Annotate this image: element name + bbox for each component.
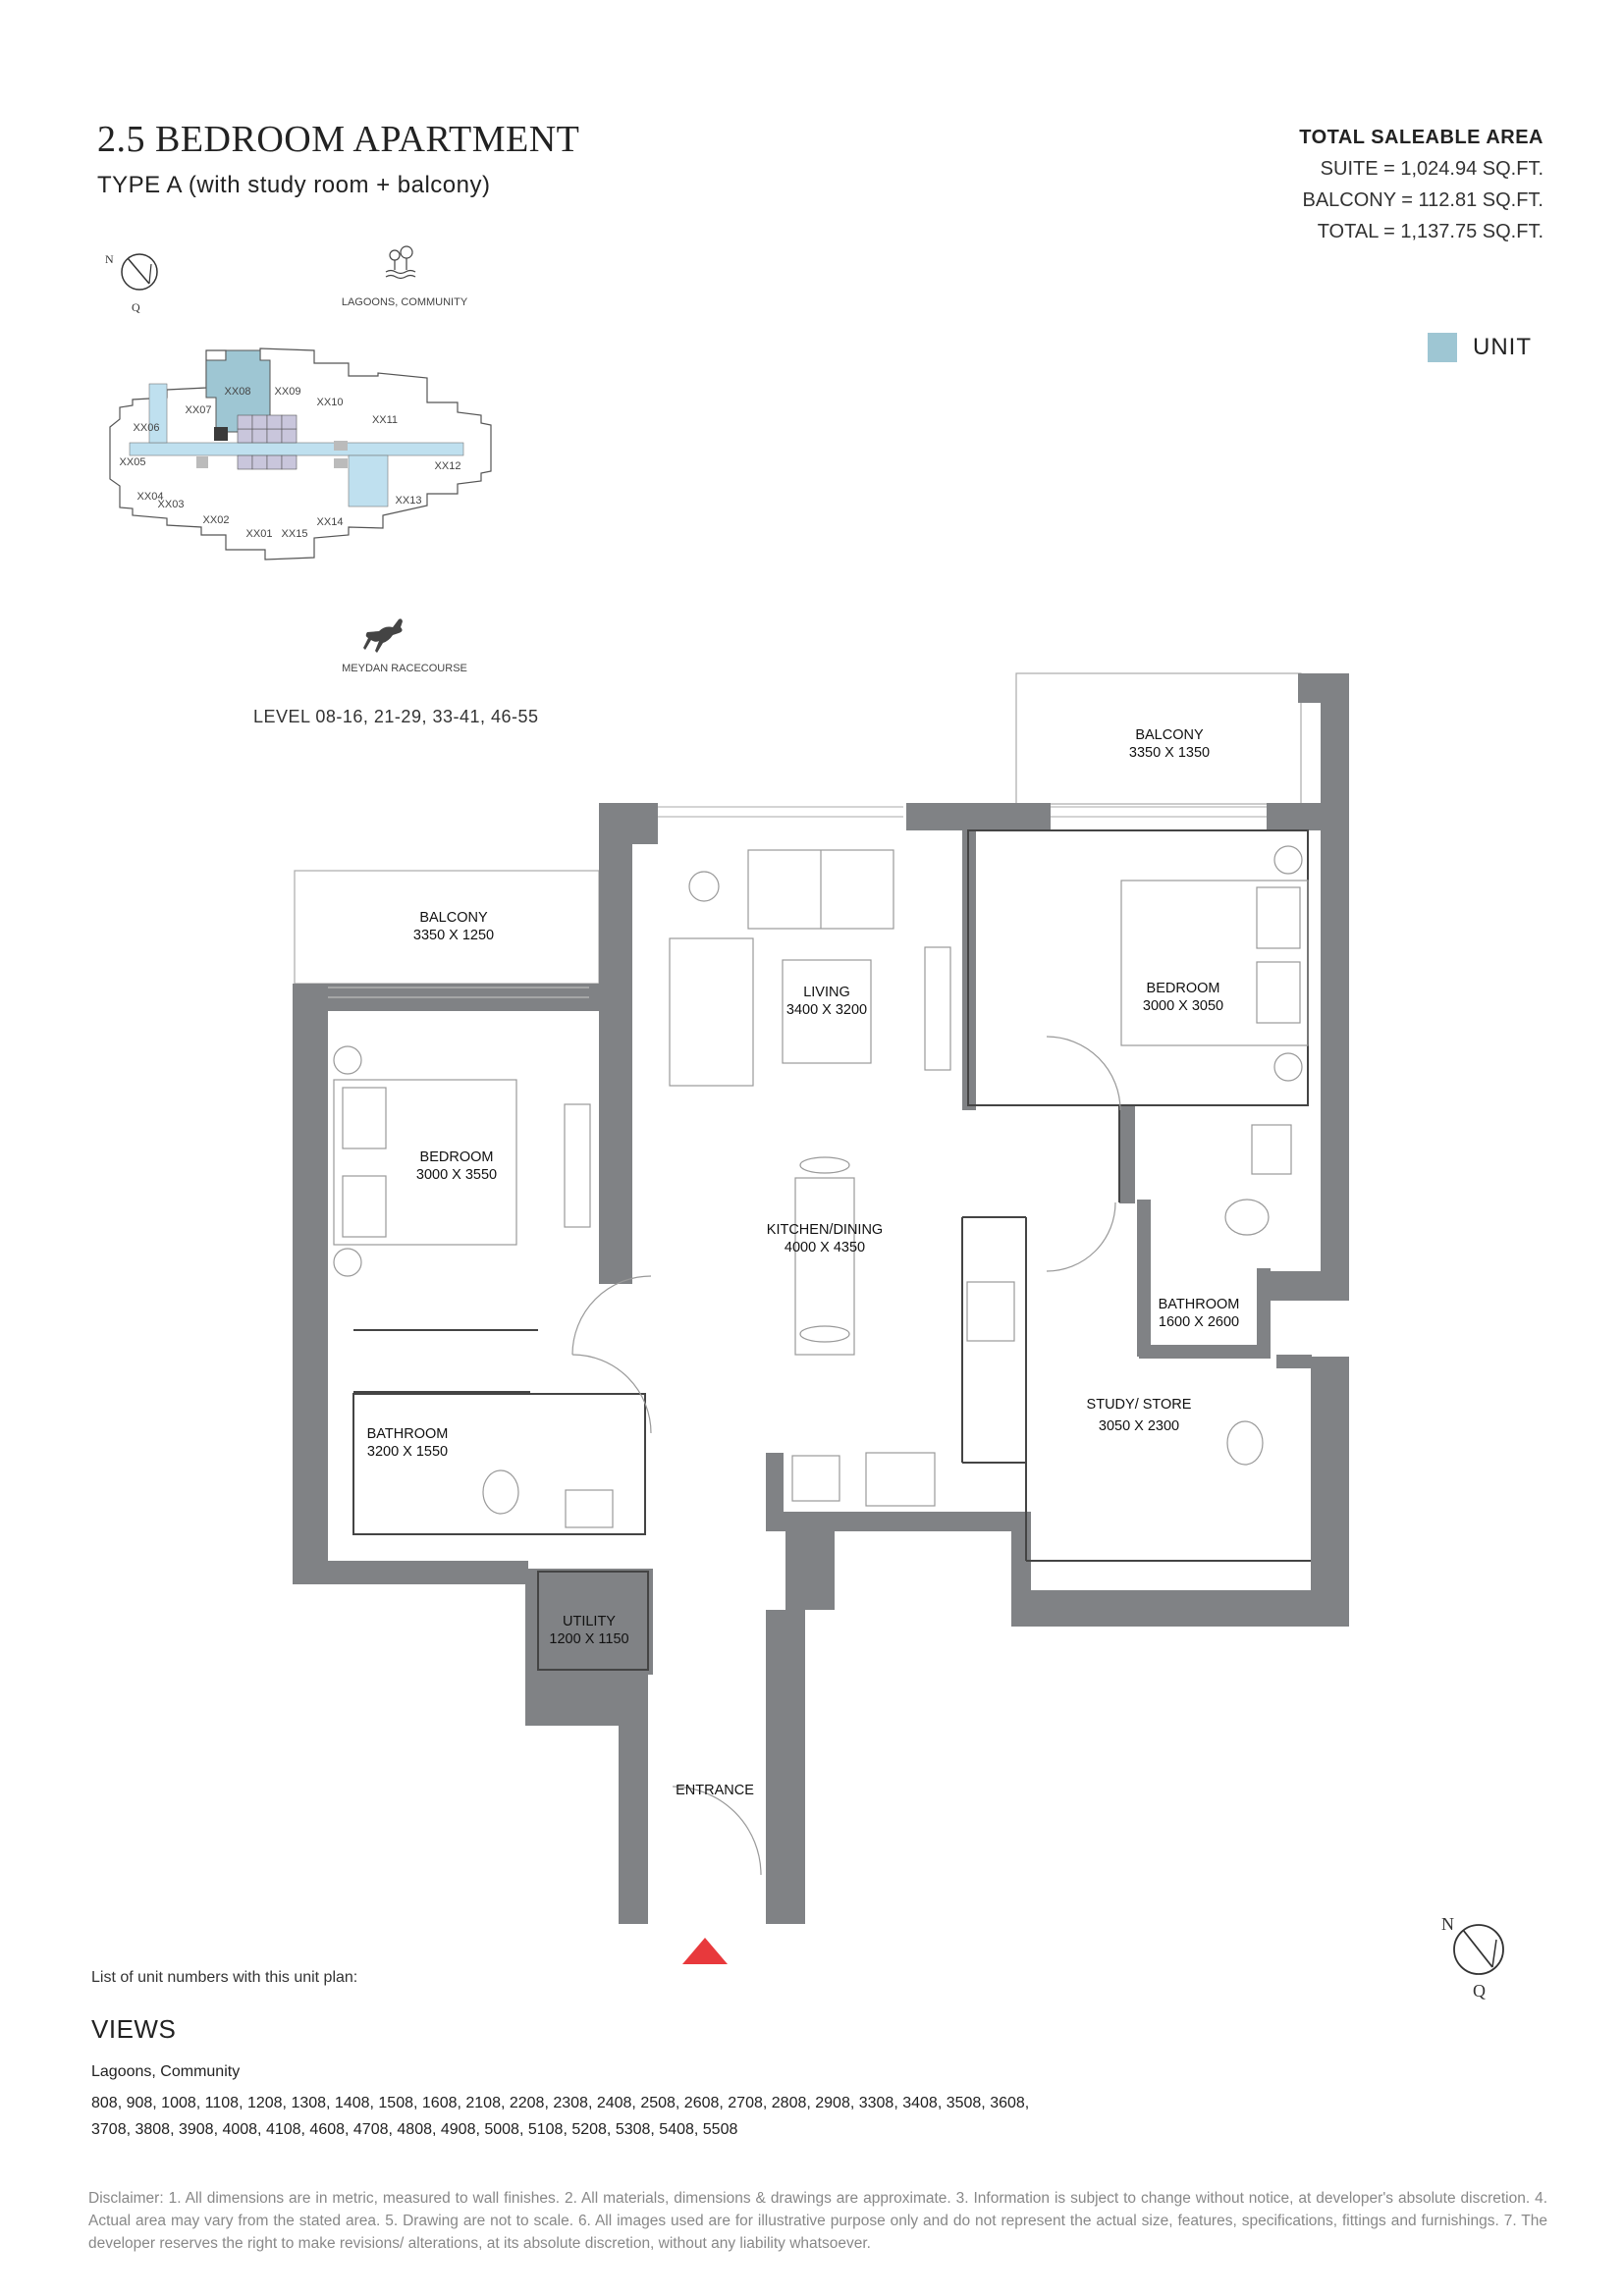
key-gray-block-2 bbox=[334, 441, 348, 451]
key-cell-right bbox=[348, 454, 389, 507]
key-label-xx06: XX06 bbox=[134, 422, 160, 434]
unit-numbers-line-2: 3708, 3808, 3908, 4008, 4108, 4608, 4708… bbox=[91, 2121, 738, 2138]
key-label-xx07: XX07 bbox=[186, 404, 212, 416]
key-label-xx13: XX13 bbox=[396, 495, 422, 507]
key-label-xx04: XX04 bbox=[137, 491, 164, 503]
key-label-xx15: XX15 bbox=[282, 528, 308, 540]
key-cell-left bbox=[148, 383, 168, 444]
key-label-xx02: XX02 bbox=[203, 514, 230, 526]
area-summary: TOTAL SALEABLE AREA SUITE = 1,024.94 SQ.… bbox=[1299, 122, 1543, 247]
room-bathroom-2-name: BATHROOM bbox=[367, 1426, 449, 1442]
key-label-xx05: XX05 bbox=[120, 456, 146, 468]
unit-legend: UNIT bbox=[1428, 333, 1532, 362]
page-title: 2.5 BEDROOM APARTMENT bbox=[97, 119, 580, 160]
windows bbox=[328, 806, 1267, 998]
key-bottom-view-label: MEYDAN RACECOURSE bbox=[342, 663, 467, 674]
views-subtitle: Lagoons, Community bbox=[91, 2063, 241, 2080]
key-label-xx08: XX08 bbox=[225, 386, 251, 398]
unit-legend-label: UNIT bbox=[1473, 334, 1532, 360]
key-top-view-label: LAGOONS, COMMUNITY bbox=[342, 296, 468, 308]
room-balcony-1-size: 3350 X 1350 bbox=[1129, 745, 1210, 761]
room-utility-size: 1200 X 1150 bbox=[549, 1631, 628, 1647]
room-bathroom-1-size: 1600 X 2600 bbox=[1159, 1314, 1239, 1330]
unit-legend-swatch bbox=[1428, 333, 1457, 362]
room-balcony-2-name: BALCONY bbox=[419, 910, 488, 926]
room-living-name: LIVING bbox=[803, 985, 850, 1000]
key-lift-core bbox=[237, 414, 298, 470]
unit-numbers: 808, 908, 1008, 1108, 1208, 1308, 1408, … bbox=[91, 2090, 1270, 2143]
entrance-arrow-icon bbox=[682, 1938, 728, 1964]
room-bedroom-2-name: BEDROOM bbox=[420, 1149, 494, 1165]
compass-bottom-q: Q bbox=[1473, 1981, 1486, 2001]
key-gray-block-1 bbox=[196, 456, 208, 468]
key-label-xx01: XX01 bbox=[246, 528, 273, 540]
compass-bottom-n: N bbox=[1441, 1914, 1454, 1934]
compass-icon: N Q bbox=[105, 252, 158, 314]
key-plan: N Q LAGOONS, COMMUNITY XX07 XX08 XX09 XX… bbox=[105, 245, 492, 674]
area-balcony: BALCONY = 112.81 SQ.FT. bbox=[1302, 189, 1544, 211]
key-label-xx12: XX12 bbox=[435, 460, 461, 472]
compass-q-label: Q bbox=[132, 300, 140, 314]
floor-plan: BALCONY 3350 X 1350 BALCONY 3350 X 1250 … bbox=[293, 672, 1349, 1964]
interior-lines bbox=[352, 829, 1311, 1671]
room-study-name: STUDY/ STORE bbox=[1087, 1397, 1192, 1413]
unit-list-intro: List of unit numbers with this unit plan… bbox=[91, 1969, 358, 1986]
page-subtitle: TYPE A (with study room + balcony) bbox=[97, 172, 491, 198]
area-suite: SUITE = 1,024.94 SQ.FT. bbox=[1320, 158, 1543, 180]
racecourse-icon bbox=[363, 618, 403, 653]
compass-bottom-icon: N Q bbox=[1441, 1914, 1504, 2001]
room-kitchen-name: KITCHEN/DINING bbox=[767, 1222, 883, 1238]
key-label-xx10: XX10 bbox=[317, 397, 344, 408]
key-label-xx09: XX09 bbox=[275, 386, 301, 398]
room-balcony-1-name: BALCONY bbox=[1135, 727, 1204, 743]
room-balcony-2-size: 3350 X 1250 bbox=[413, 928, 494, 943]
doors bbox=[571, 1036, 1121, 1876]
room-study-size: 3050 X 2300 bbox=[1099, 1418, 1179, 1434]
key-label-xx03: XX03 bbox=[158, 499, 185, 510]
room-living-size: 3400 X 3200 bbox=[786, 1002, 867, 1018]
key-dark-block bbox=[214, 427, 228, 441]
level-info: LEVEL 08-16, 21-29, 33-41, 46-55 bbox=[253, 707, 539, 726]
room-bedroom-1-size: 3000 X 3050 bbox=[1143, 998, 1223, 1014]
area-total: TOTAL = 1,137.75 SQ.FT. bbox=[1317, 221, 1543, 242]
room-kitchen-size: 4000 X 4350 bbox=[785, 1240, 865, 1255]
area-heading: TOTAL SALEABLE AREA bbox=[1299, 127, 1543, 148]
unit-numbers-line-1: 808, 908, 1008, 1108, 1208, 1308, 1408, … bbox=[91, 2095, 1030, 2111]
room-bathroom-2-size: 3200 X 1550 bbox=[367, 1444, 448, 1460]
key-corridor bbox=[129, 442, 464, 456]
views-title: VIEWS bbox=[91, 2014, 177, 2044]
key-gray-block-3 bbox=[334, 458, 348, 468]
key-label-xx14: XX14 bbox=[317, 516, 344, 528]
room-entrance-name: ENTRANCE bbox=[676, 1783, 754, 1798]
room-bedroom-2-size: 3000 X 3550 bbox=[416, 1167, 497, 1183]
room-bedroom-1-name: BEDROOM bbox=[1147, 981, 1220, 996]
compass-n-label: N bbox=[105, 252, 114, 266]
lagoons-icon bbox=[385, 245, 416, 280]
furniture bbox=[333, 845, 1309, 1528]
room-bathroom-1-name: BATHROOM bbox=[1159, 1297, 1240, 1312]
key-label-xx11: XX11 bbox=[372, 414, 398, 426]
disclaimer: Disclaimer: 1. All dimensions are in met… bbox=[88, 2190, 1547, 2252]
room-utility-name: UTILITY bbox=[563, 1614, 616, 1629]
